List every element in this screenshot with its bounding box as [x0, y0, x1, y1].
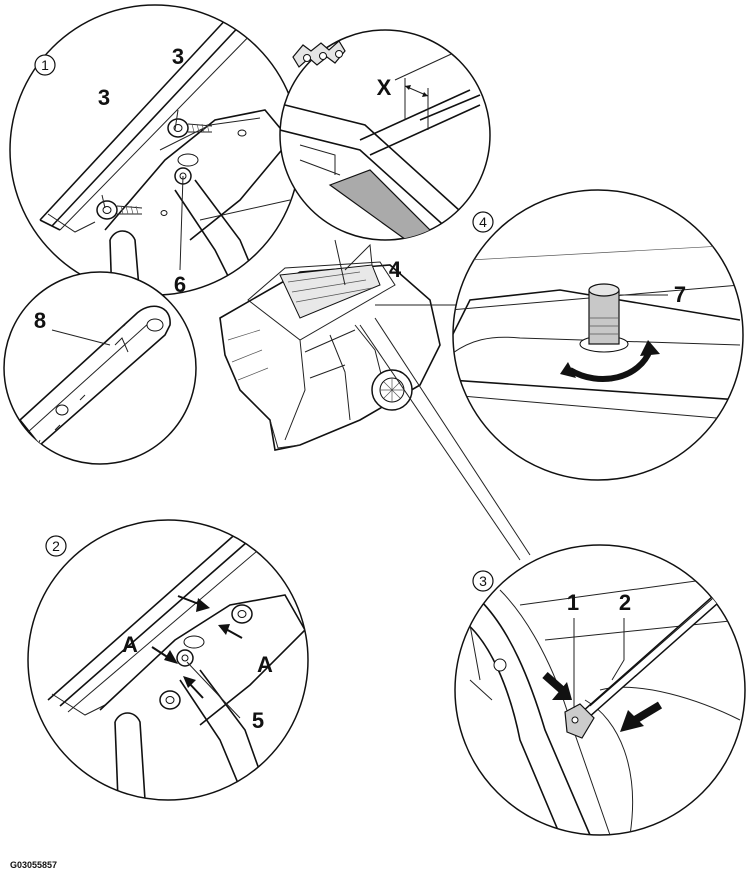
figure-id: G03055857	[10, 860, 57, 870]
callout-5: 5	[252, 708, 264, 733]
callout-2: 2	[619, 590, 631, 615]
arrows-a-icon	[151, 595, 243, 699]
view-3-badge-label: 3	[479, 573, 487, 589]
screwdriver	[580, 591, 721, 720]
bracket-detail: 8	[3, 271, 197, 465]
rotate-arrow-icon	[560, 340, 660, 383]
callout-a-left: A	[122, 632, 138, 657]
callout-7: 7	[674, 282, 686, 307]
detail-view-3: 3 1 2	[454, 544, 746, 836]
detail-view-4: 4 7	[452, 189, 744, 481]
callout-x: X	[377, 75, 392, 100]
view-4-badge	[472, 211, 494, 233]
screw-lower	[96, 200, 168, 220]
view-1-badge-label: 1	[41, 57, 49, 73]
vehicle-overview: 4	[219, 239, 531, 561]
view-1-circle	[9, 4, 301, 296]
callout-4: 4	[389, 257, 402, 282]
view-1-badge	[34, 54, 56, 76]
detail-view-1: 1 3 3 6	[9, 4, 301, 297]
callout-3-upper: 3	[172, 44, 184, 69]
detail-view-2: 2 A A 5	[27, 519, 309, 801]
callout-3-lower: 3	[98, 85, 110, 110]
view-2-badge-label: 2	[52, 538, 60, 554]
screw-upper	[167, 118, 247, 138]
callout-1: 1	[567, 590, 579, 615]
callout-6: 6	[174, 272, 186, 297]
bumper-stop-7	[579, 283, 629, 353]
callout-a-right: A	[257, 652, 273, 677]
view-1-drawing	[39, 14, 292, 295]
callout-8: 8	[34, 308, 46, 333]
view-3-badge	[472, 570, 494, 592]
clips-icon	[292, 40, 346, 68]
push-arrows-icon	[542, 672, 663, 732]
clip-1	[564, 703, 595, 739]
view-4-badge-label: 4	[479, 214, 487, 230]
gap-detail: X	[279, 29, 491, 241]
view-2-badge	[45, 535, 67, 557]
